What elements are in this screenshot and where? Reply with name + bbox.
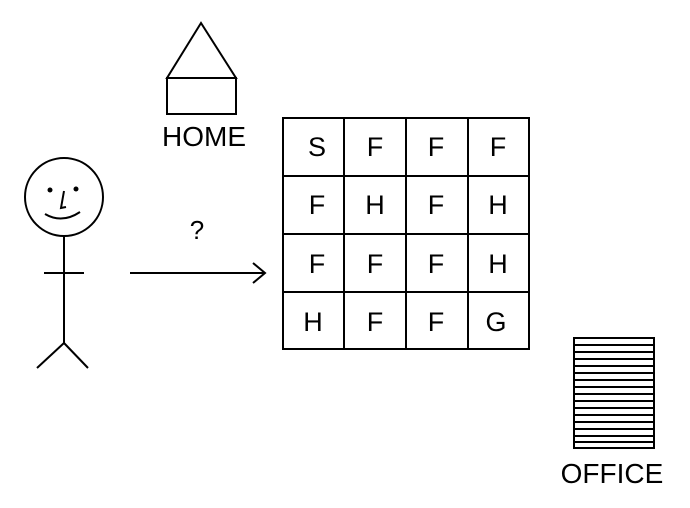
home-label: HOME bbox=[162, 121, 246, 152]
person-right-eye bbox=[73, 186, 79, 192]
arrow-right-icon bbox=[130, 262, 267, 284]
person-head bbox=[24, 157, 104, 237]
person-smile bbox=[44, 211, 81, 220]
person-right-leg bbox=[63, 342, 89, 369]
office-label: OFFICE bbox=[561, 458, 664, 489]
arrow-head bbox=[252, 262, 267, 284]
grid-cell: F bbox=[428, 307, 445, 337]
office-building-icon bbox=[573, 337, 655, 449]
home-icon bbox=[165, 21, 238, 115]
grid-cell: F bbox=[309, 190, 326, 220]
grid-cell: F bbox=[428, 132, 445, 162]
grid-cell: F bbox=[367, 249, 384, 279]
grid-cell: G bbox=[485, 307, 506, 337]
grid-cell: H bbox=[365, 190, 385, 220]
grid-cell: F bbox=[309, 249, 326, 279]
home-body bbox=[166, 77, 237, 115]
grid: S F F F F H F H F F F H H F F G bbox=[282, 117, 530, 350]
grid-cell: F bbox=[367, 132, 384, 162]
person-left-eye bbox=[47, 187, 53, 193]
person-left-leg bbox=[36, 342, 65, 369]
grid-cell: F bbox=[428, 249, 445, 279]
person-nose bbox=[59, 190, 67, 210]
grid-cell: F bbox=[428, 190, 445, 220]
grid-cell: S bbox=[308, 132, 326, 162]
arrow-question-label: ? bbox=[190, 215, 204, 245]
grid-cell: F bbox=[367, 307, 384, 337]
grid-cell: F bbox=[490, 132, 507, 162]
grid-cell: H bbox=[303, 307, 323, 337]
grid-cell: H bbox=[488, 190, 508, 220]
person-icon bbox=[24, 157, 104, 369]
grid-cell: H bbox=[488, 249, 508, 279]
home-roof bbox=[165, 21, 238, 79]
